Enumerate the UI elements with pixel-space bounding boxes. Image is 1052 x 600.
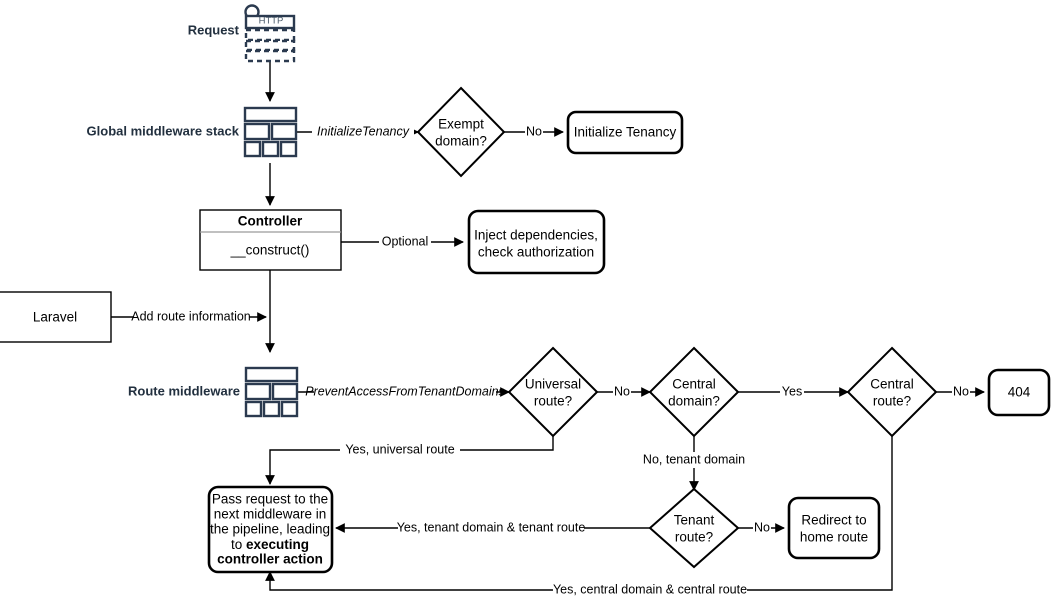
node-redirect-home-line-1: Redirect to xyxy=(801,513,866,528)
edge-label-optional: Optional xyxy=(382,234,429,248)
edge-label-initialize-tenancy: InitializeTenancy xyxy=(317,124,410,138)
node-pass-request-line-5: controller action xyxy=(217,552,323,567)
node-exempt-domain-line-1: Exempt xyxy=(438,117,484,132)
lane-label-route-middleware: Route middleware xyxy=(128,383,240,398)
edge-label-universal-no: No xyxy=(614,384,630,398)
http-request-icon-caption: HTTP xyxy=(259,16,284,27)
connector-exempt-to-initialize: No xyxy=(503,124,564,140)
node-inject-dependencies-line-1: Inject dependencies, xyxy=(474,228,598,243)
http-request-icon: HTTP xyxy=(244,4,296,63)
connector-controller-to-inject: Optional xyxy=(341,234,464,250)
middleware-stack-icon-global xyxy=(243,106,298,158)
connector-universal-to-central-domain: No xyxy=(596,384,651,400)
node-pass-request-line-4: to executing xyxy=(231,537,309,552)
node-universal-route-line-2: route? xyxy=(534,394,572,409)
lane-label-request: Request xyxy=(188,22,240,37)
node-initialize-tenancy-label: Initialize Tenancy xyxy=(574,125,677,140)
connector-central-route-to-404: No xyxy=(936,384,985,400)
node-central-domain-line-2: domain? xyxy=(668,394,720,409)
node-initialize-tenancy[interactable]: Initialize Tenancy xyxy=(566,110,684,155)
node-controller[interactable]: Controller __construct() xyxy=(199,209,342,271)
node-404[interactable]: 404 xyxy=(987,368,1051,417)
node-pass-request-line-2: next middleware in xyxy=(214,507,327,522)
lane-label-global-middleware-stack: Global middleware stack xyxy=(87,123,240,138)
node-redirect-home-line-2: home route xyxy=(800,530,868,545)
node-universal-route-line-1: Universal xyxy=(525,377,581,392)
node-controller-header: Controller xyxy=(238,214,303,229)
connector-tenant-yes-to-pass-request: Yes, tenant domain & tenant route xyxy=(335,520,650,536)
node-central-route-line-1: Central xyxy=(870,377,914,392)
connector-tenant-route-to-redirect: No xyxy=(738,520,785,536)
connector-route-middleware-to-universal: PreventAccessFromTenantDomains xyxy=(298,384,510,400)
node-central-domain[interactable]: Central domain? xyxy=(648,346,740,438)
node-exempt-domain[interactable]: Exempt domain? xyxy=(416,86,506,178)
node-inject-dependencies-line-2: check authorization xyxy=(478,245,594,260)
edge-label-yes-tenant-domain-route: Yes, tenant domain & tenant route xyxy=(397,520,586,534)
node-redirect-home[interactable]: Redirect to home route xyxy=(787,496,881,560)
middleware-stack-icon-route xyxy=(244,366,299,418)
node-pass-request-line-4-plain: to xyxy=(231,537,246,552)
node-pass-request-line-1: Pass request to the xyxy=(212,492,328,507)
node-central-domain-line-1: Central xyxy=(672,377,716,392)
connector-global-stack-to-exempt: InitializeTenancy xyxy=(297,124,419,140)
node-inject-dependencies[interactable]: Inject dependencies, check authorization xyxy=(467,209,606,275)
edge-label-central-route-no: No xyxy=(953,384,969,398)
connector-central-yes-to-pass-request: Yes, central domain & central route xyxy=(265,436,893,598)
edge-label-prevent-access: PreventAccessFromTenantDomains xyxy=(305,384,505,398)
edge-label-exempt-no: No xyxy=(526,124,542,138)
edge-label-no-tenant-domain: No, tenant domain xyxy=(643,452,745,466)
node-pass-request[interactable]: Pass request to the next middleware in t… xyxy=(207,485,334,574)
node-exempt-domain-line-2: domain? xyxy=(435,134,487,149)
node-controller-body: __construct() xyxy=(230,243,310,258)
connector-central-domain-to-central-route: Yes xyxy=(738,384,849,400)
connector-central-domain-to-tenant-route: No, tenant domain xyxy=(640,436,748,491)
node-pass-request-line-4-bold: executing xyxy=(246,537,309,552)
node-pass-request-line-3: the pipeline, leading xyxy=(210,522,330,537)
node-universal-route[interactable]: Universal route? xyxy=(507,346,599,438)
edge-label-tenant-route-no: No xyxy=(754,520,770,534)
node-tenant-route-line-2: route? xyxy=(675,530,713,545)
connector-universal-yes-to-pass-request: Yes, universal route xyxy=(265,436,554,485)
node-laravel-label: Laravel xyxy=(33,310,77,325)
connector-laravel-to-pipeline: Add route information xyxy=(111,309,267,325)
node-tenant-route-line-1: Tenant xyxy=(674,513,715,528)
edge-label-add-route-information: Add route information xyxy=(131,309,251,323)
node-central-route[interactable]: Central route? xyxy=(846,346,938,438)
node-central-route-line-2: route? xyxy=(873,394,911,409)
edge-label-central-domain-yes: Yes xyxy=(782,384,802,398)
node-tenant-route[interactable]: Tenant route? xyxy=(648,487,740,569)
edge-label-yes-central-domain-route: Yes, central domain & central route xyxy=(553,582,747,596)
node-laravel[interactable]: Laravel xyxy=(0,291,112,343)
node-404-label: 404 xyxy=(1008,385,1031,400)
edge-label-yes-universal-route: Yes, universal route xyxy=(345,442,454,456)
